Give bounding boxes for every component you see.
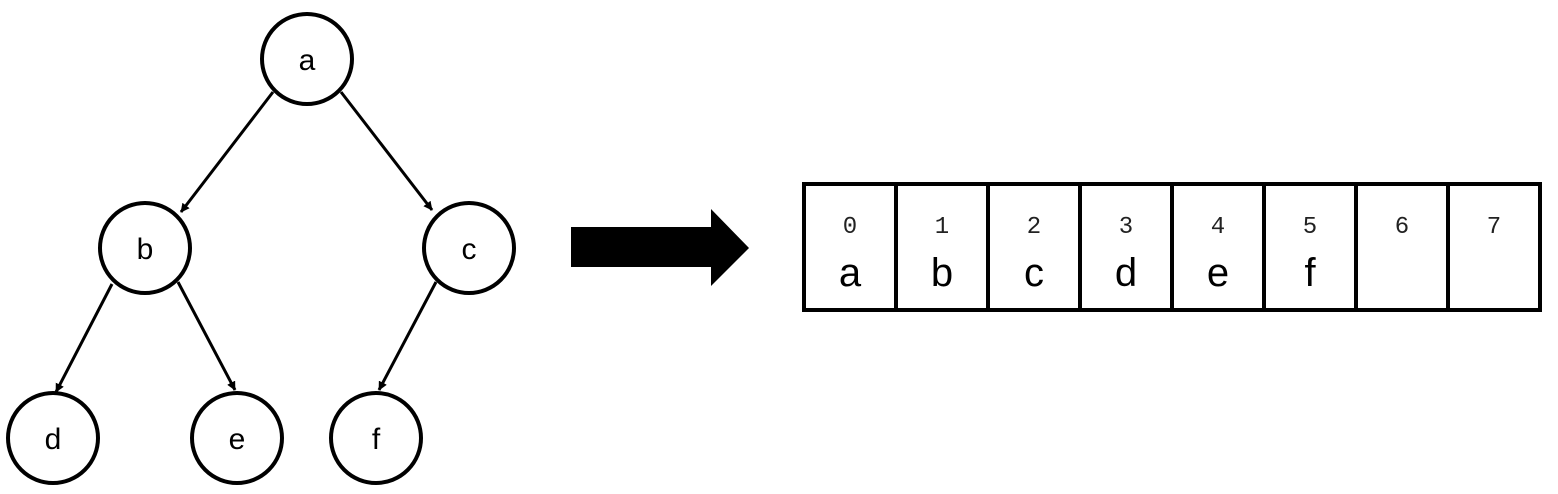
array-cell-value: d — [1115, 251, 1137, 295]
tree-edge-a-c — [339, 91, 434, 211]
tree-node-label: b — [137, 233, 154, 266]
array-cell-index: 7 — [1487, 214, 1501, 241]
binary-tree: a b c d e f — [6, 12, 516, 485]
tree-node-a: a — [260, 12, 354, 106]
array-cell-5: 5 f — [1262, 182, 1358, 312]
tree-node-e: e — [190, 391, 284, 485]
tree-node-label: a — [299, 44, 316, 77]
array-cell-4: 4 e — [1170, 182, 1266, 312]
tree-node-label: c — [462, 233, 477, 266]
tree-edge-c-f — [377, 281, 438, 391]
tree-node-circle — [422, 201, 516, 295]
array-cell-index: 2 — [1027, 214, 1041, 241]
tree-node-circle — [6, 391, 100, 485]
array: 0 a 1 b 2 c 3 d 4 e 5 f 6 — [802, 182, 1542, 312]
tree-edge-b-e — [176, 281, 237, 391]
array-cell-value: b — [931, 251, 953, 295]
array-cell-index: 0 — [843, 214, 857, 241]
array-cell-1: 1 b — [894, 182, 990, 312]
tree-node-label: f — [372, 423, 381, 456]
array-cell-box — [1354, 182, 1450, 312]
array-cell-index: 3 — [1119, 214, 1133, 241]
tree-node-label: d — [45, 423, 62, 456]
array-cell-index: 1 — [935, 214, 949, 241]
array-cell-box — [1078, 182, 1174, 312]
tree-node-c: c — [422, 201, 516, 295]
array-cell-value: a — [839, 251, 862, 295]
array-cell-value: e — [1207, 251, 1229, 295]
array-cell-value: c — [1024, 251, 1044, 295]
tree-node-f: f — [329, 391, 423, 485]
tree-edge-a-b — [179, 91, 275, 213]
array-cell-index: 4 — [1211, 214, 1225, 241]
right-arrow-icon — [571, 209, 749, 286]
array-cell-3: 3 d — [1078, 182, 1174, 312]
tree-node-circle — [98, 201, 192, 295]
array-cell-box — [1446, 182, 1542, 312]
array-cell-index: 6 — [1395, 214, 1409, 241]
array-cell-6: 6 — [1354, 182, 1450, 312]
array-cell-7: 7 — [1446, 182, 1542, 312]
tree-node-circle — [329, 391, 423, 485]
tree-node-d: d — [6, 391, 100, 485]
array-cell-0: 0 a — [802, 182, 898, 312]
tree-node-circle — [260, 12, 354, 106]
tree-edge-b-d — [54, 283, 114, 393]
array-cell-box — [894, 182, 990, 312]
array-cell-value: f — [1304, 251, 1316, 295]
tree-node-b: b — [98, 201, 192, 295]
tree-node-circle — [190, 391, 284, 485]
array-cell-index: 5 — [1303, 214, 1317, 241]
array-cell-2: 2 c — [986, 182, 1082, 312]
array-cell-box — [1262, 182, 1358, 312]
tree-node-label: e — [229, 423, 246, 456]
